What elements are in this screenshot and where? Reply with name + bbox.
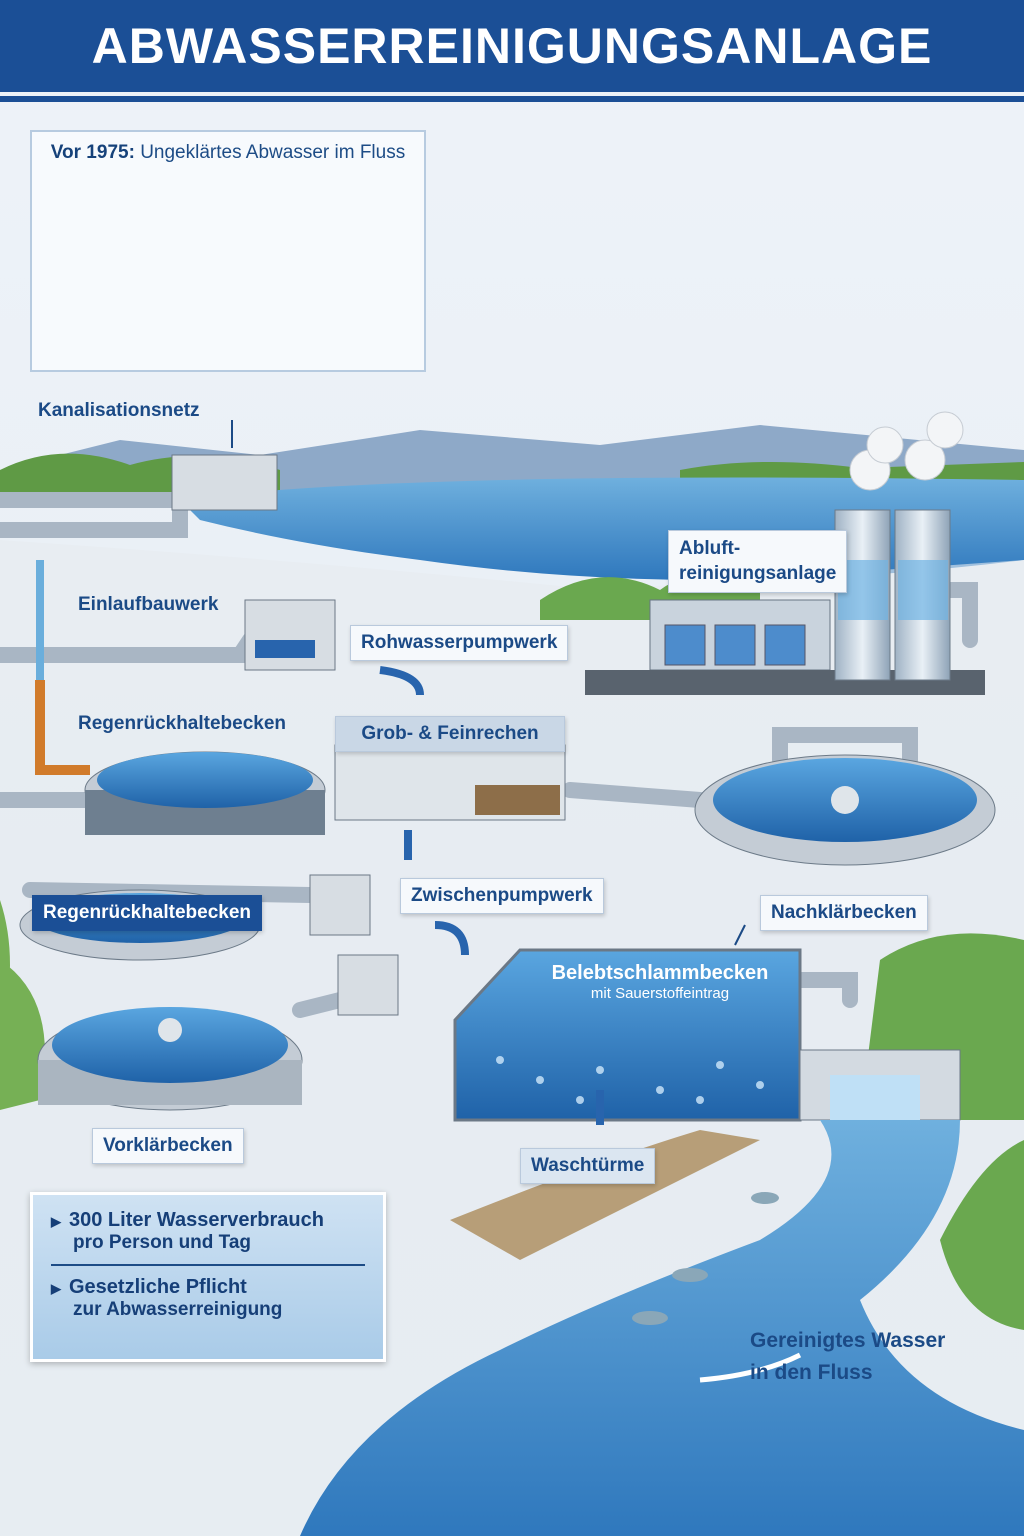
history-caption: Vor 1975: Ungeklärtes Abwasser im Fluss (42, 142, 414, 164)
fact-item: ▶ Gesetzliche Pflicht (51, 1276, 365, 1299)
divider (51, 1264, 365, 1266)
page-title: ABWASSERREINIGUNGSANLAGE (91, 18, 933, 74)
label-aeration-title: Belebtschlammbecken (551, 962, 769, 984)
bullet-icon: ▶ (51, 1281, 61, 1296)
fact-main: 300 Liter Wasserverbrauch (69, 1209, 324, 1231)
inlet-building (244, 599, 336, 671)
label-sewer: Kanalisationsnetz (38, 400, 200, 421)
label-primary-clarifier: Vorklärbecken (92, 1128, 244, 1164)
primary-clarifier-hub (158, 1018, 182, 1042)
fact-item: ▶ 300 Liter Wasserverbrauch (51, 1209, 365, 1232)
facts-panel: ▶ 300 Liter Wasserverbrauch pro Person un… (30, 1192, 386, 1362)
label-exhaust-line2: reinigungsanlage (679, 562, 837, 584)
bullet-icon: ▶ (51, 1214, 61, 1229)
primary-clarifier-water (52, 1007, 288, 1083)
waterfall (830, 1075, 920, 1120)
label-secondary-clarifier: Nachklärbecken (760, 895, 928, 931)
title-banner: ABWASSERREINIGUNGSANLAGE (0, 0, 1024, 92)
label-screens: Grob- & Feinrechen (335, 716, 565, 752)
label-outflow-line1: Gereinigtes Wasser (750, 1329, 946, 1352)
label-wash-towers: Waschtürme (520, 1148, 656, 1184)
fact-sub: zur Abwasserreinigung (73, 1299, 283, 1320)
fact-main: Gesetzliche Pflicht (69, 1276, 247, 1298)
history-panel: Vor 1975: Ungeklärtes Abwasser im Fluss (30, 130, 426, 372)
label-outflow-line2: in den Fluss (750, 1360, 873, 1384)
aeration-bubbles (496, 1056, 764, 1104)
bushes-left (0, 900, 45, 1110)
secondary-clarifier-hub (831, 786, 859, 814)
label-aeration-sub: mit Sauerstoffeintrag (590, 985, 730, 1002)
flow-arrows (379, 666, 802, 1383)
label-storm-tank-2: Regenrückhaltebecken (32, 895, 263, 931)
screenings (475, 785, 560, 815)
riverbank-reeds (940, 1140, 1024, 1330)
sewer-outlet-building (171, 454, 278, 511)
pipes (0, 492, 978, 1018)
pump-building-lower (337, 954, 399, 1016)
label-storm-tank-1: Regenrückhaltebecken (78, 713, 287, 734)
fact-sub: pro Person und Tag (73, 1232, 252, 1253)
title-underline (0, 96, 1024, 102)
clarifier-pointer (734, 924, 746, 946)
pipe-orange (35, 680, 90, 775)
exhaust-filters (664, 624, 806, 666)
lower-river (300, 1120, 1024, 1536)
label-exhaust-line1: Abluft- (679, 538, 741, 559)
fish (632, 1192, 779, 1325)
riverbank-stones (450, 1130, 760, 1260)
label-intermediate-pump: Zwischenpumpwerk (400, 878, 604, 914)
storm-tank-1-water (97, 752, 313, 808)
history-text: Ungeklärtes Abwasser im Fluss (140, 142, 406, 163)
label-raw-pump: Rohwasserpumpwerk (350, 625, 569, 661)
label-exhaust: Abluft-reinigungsanlage (668, 530, 848, 594)
label-aeration: Belebtschlammbecken mit Sauerstoffeintra… (520, 962, 800, 1002)
label-inlet: Einlaufbauwerk (78, 594, 219, 615)
history-year: Vor 1975: (50, 142, 135, 163)
label-outflow: Gereinigtes Wasser in den Fluss (750, 1325, 945, 1388)
intermediate-pump-building (309, 874, 371, 936)
wash-tower-2-window (898, 560, 948, 620)
steam (849, 411, 964, 491)
inlet-pipe (255, 640, 315, 658)
